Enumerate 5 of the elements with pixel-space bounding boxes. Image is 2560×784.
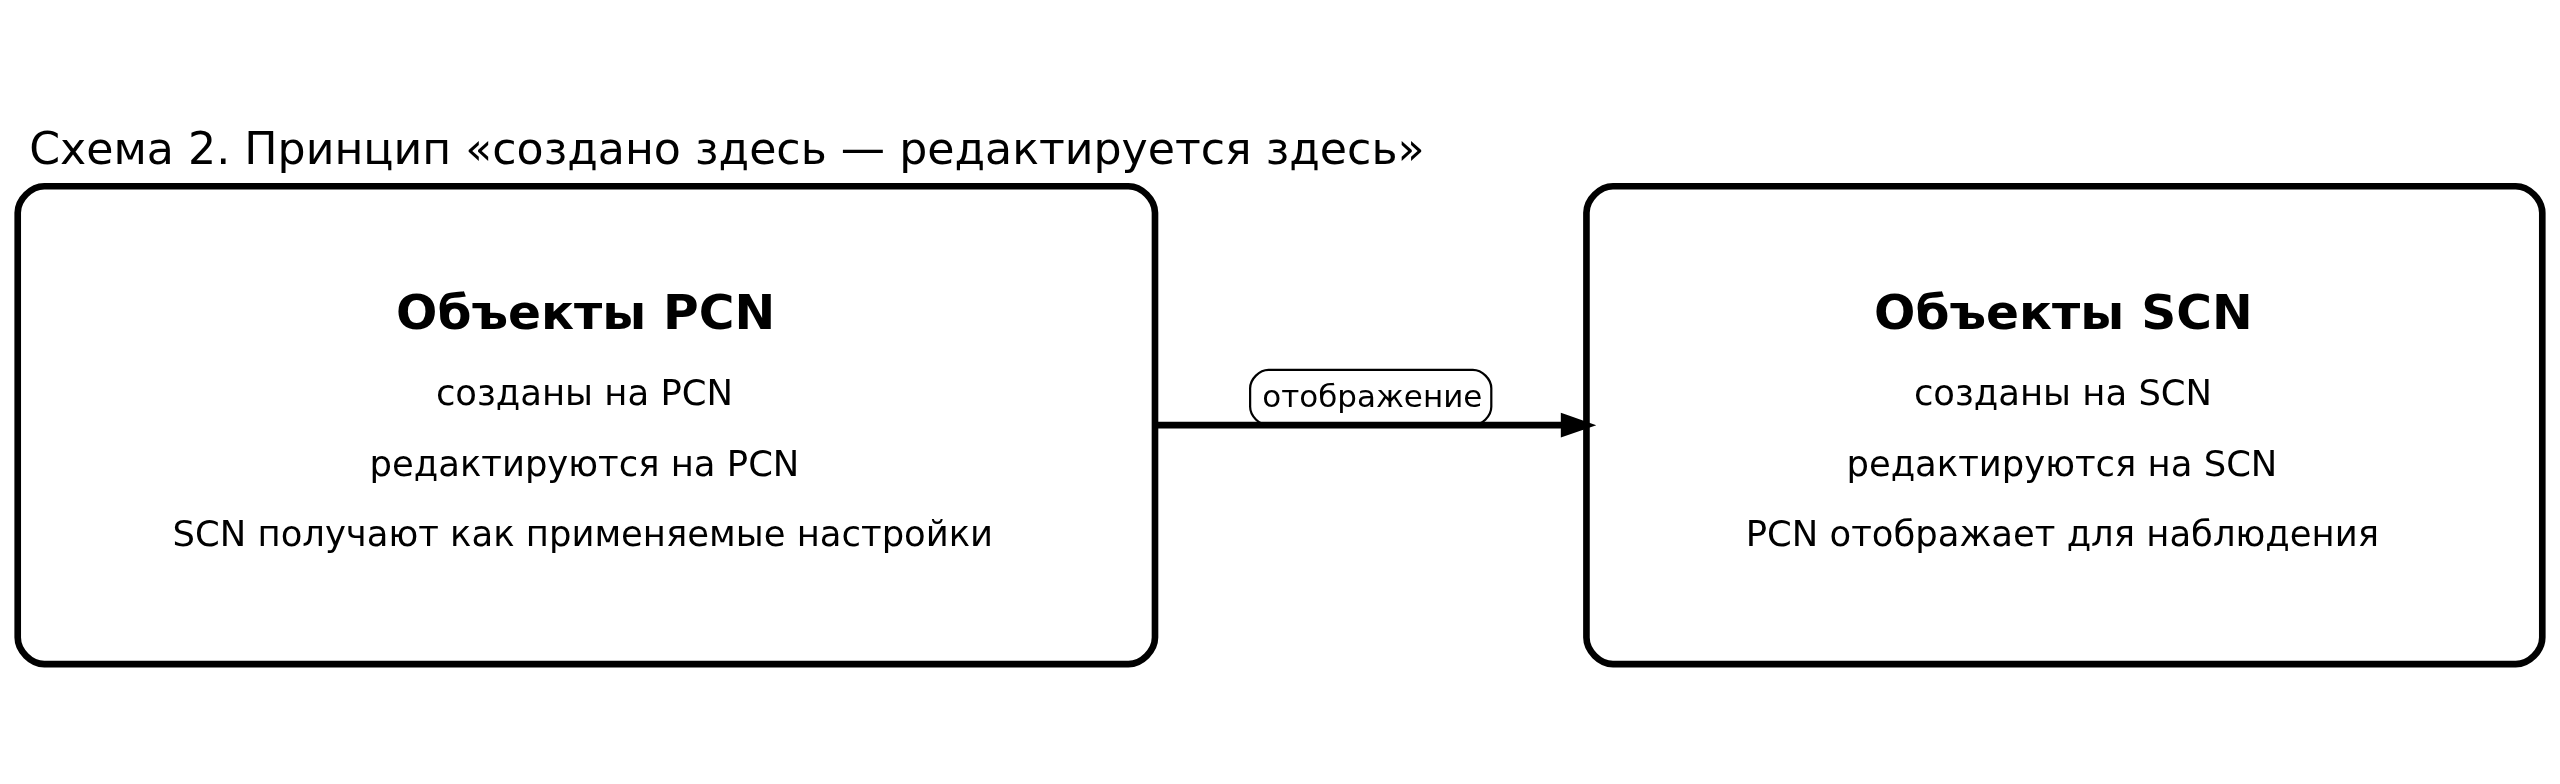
- arrow: [1155, 412, 1597, 438]
- node-box: Объекты SCN созданы на SCN редактируются на SCN PCN отображает для наблюдения: [1583, 182, 2546, 668]
- diagram-title: Схема 2. Принцип «создано здесь — редактируется здесь»: [29, 123, 1425, 175]
- edge-label: отображение: [1262, 377, 1483, 414]
- node-box: Объекты PCN созданы на PCN редактируются на PCN SCN получают как применяемые настройки: [14, 182, 1159, 668]
